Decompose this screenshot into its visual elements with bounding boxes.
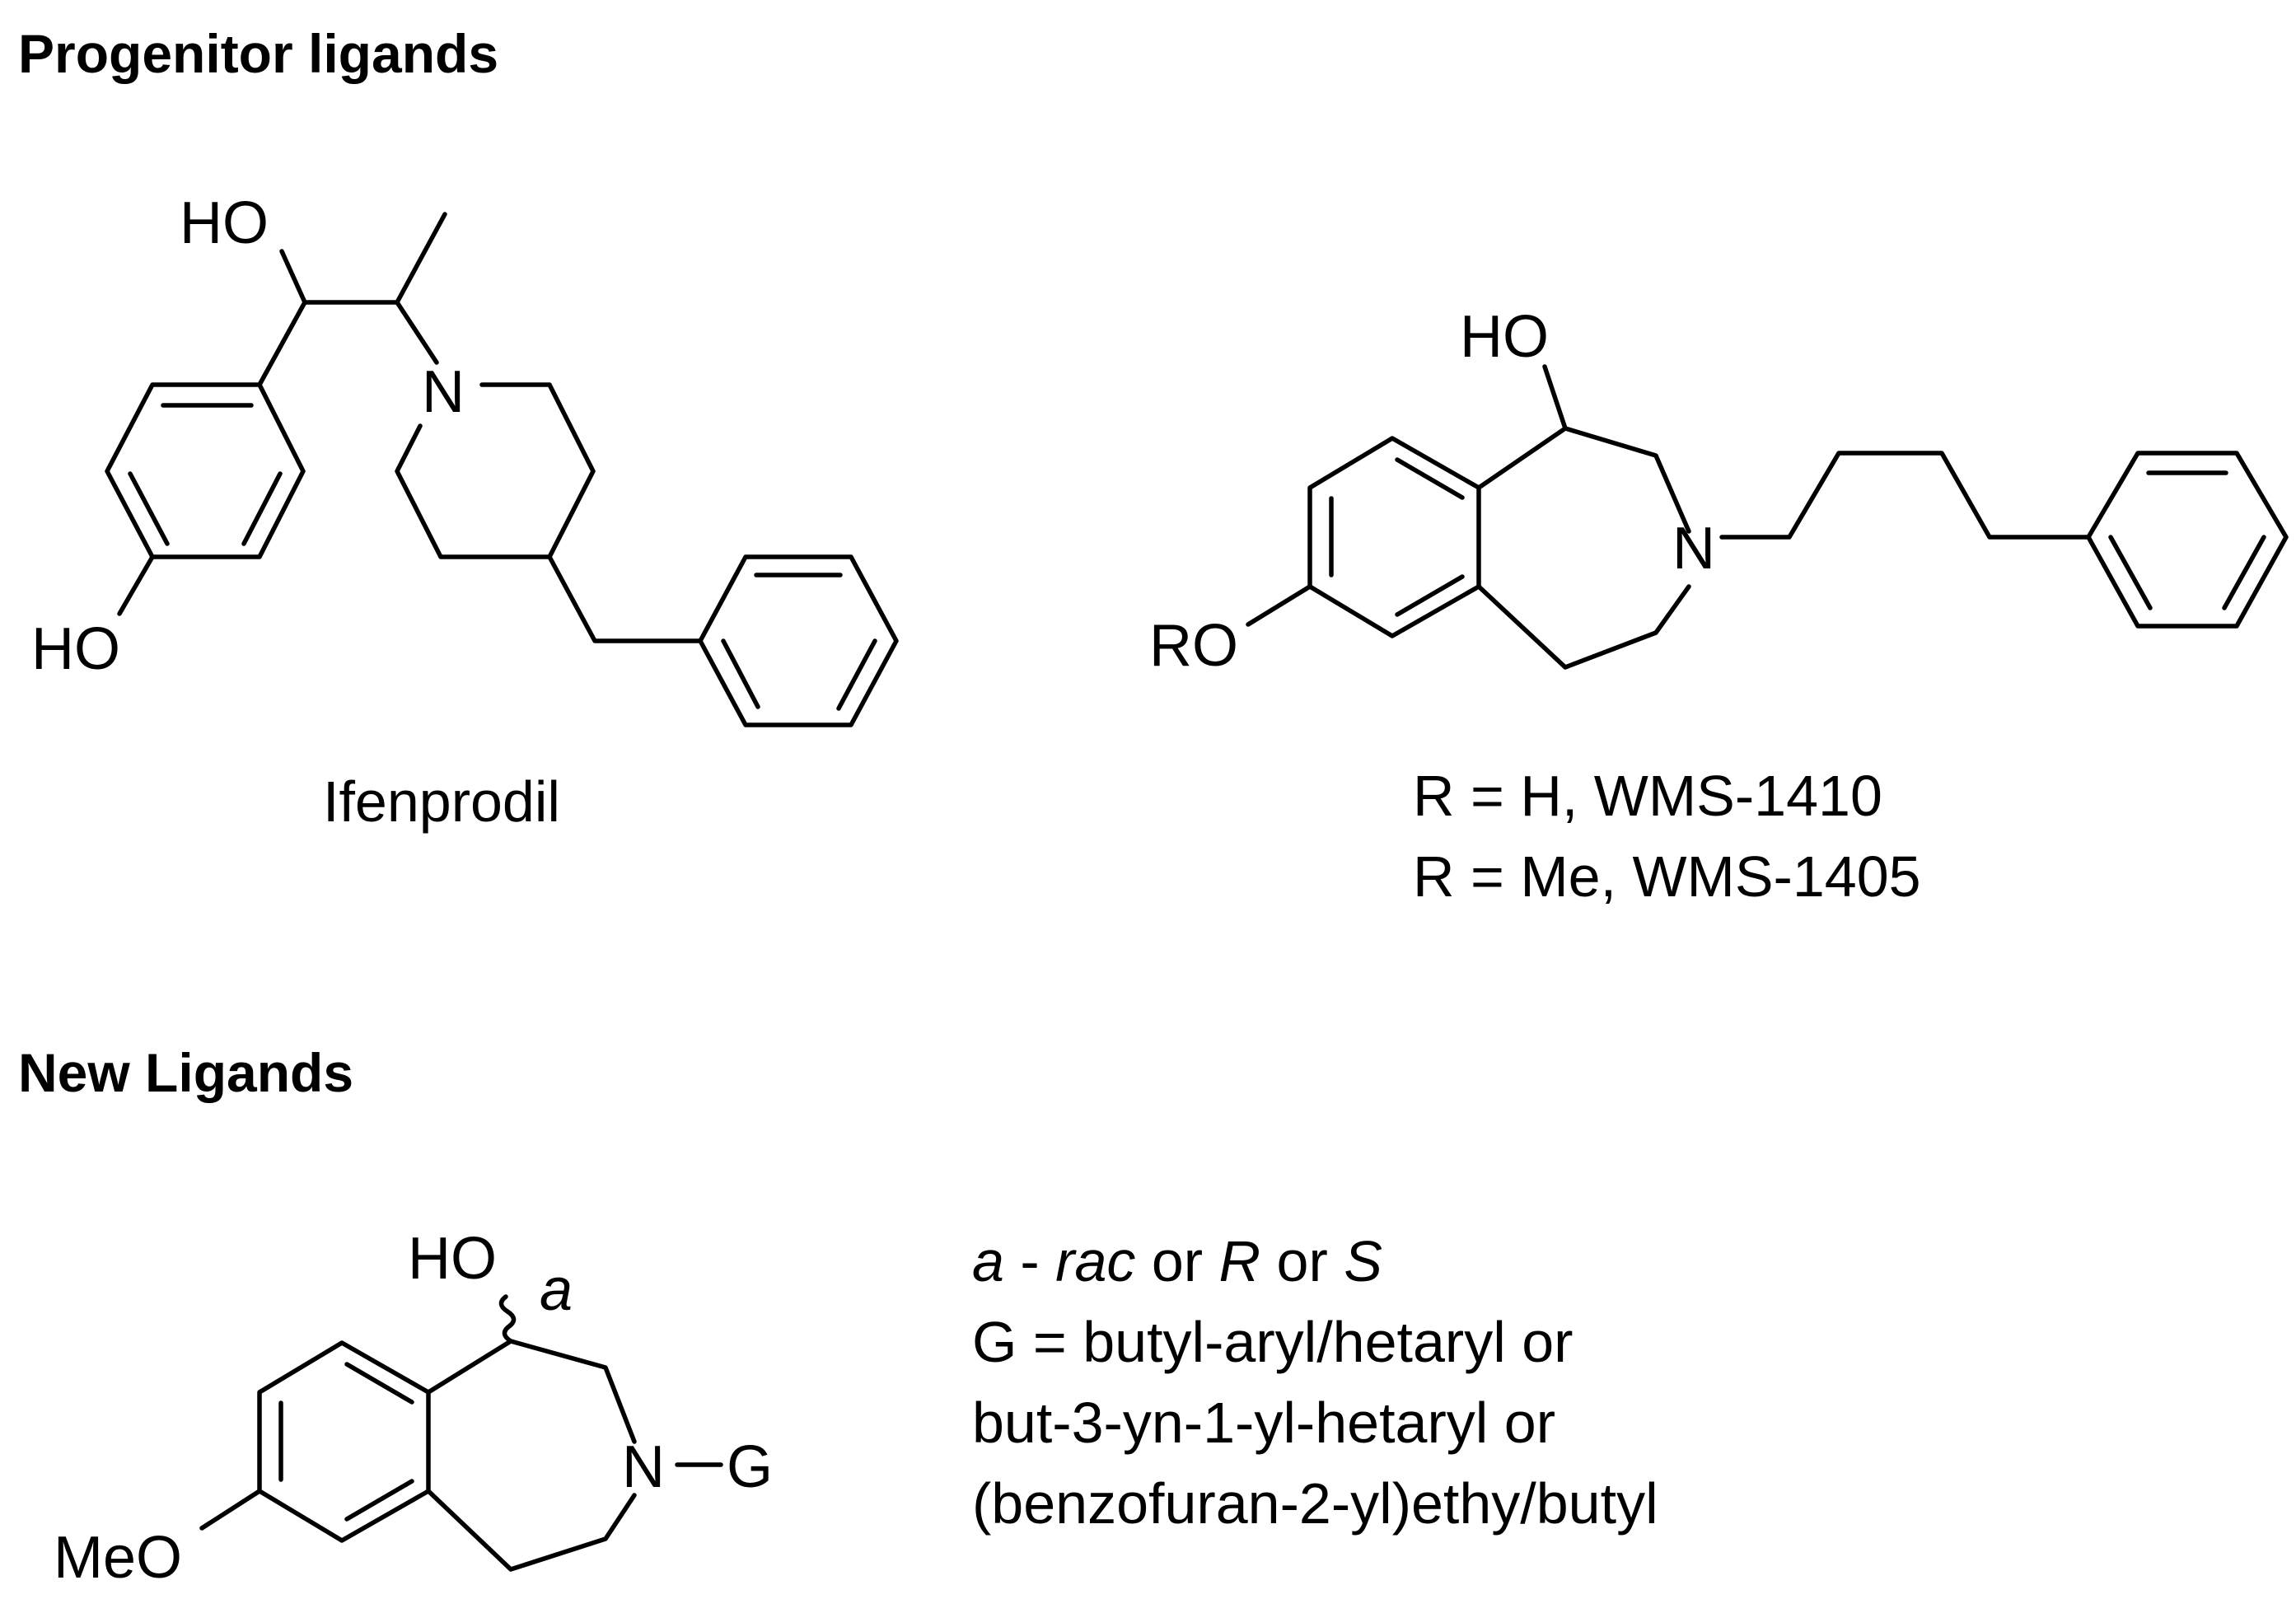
new-ligand-notes: a - rac or R or S G = butyl-aryl/hetaryl… bbox=[972, 1229, 1658, 1536]
note-g-line-3: (benzofuran-2-yl)ethy/butyl bbox=[972, 1471, 1658, 1536]
new-ligand-benzene-ring bbox=[257, 1340, 431, 1543]
bond-wms-oh bbox=[1542, 364, 1568, 431]
bond-new-meo bbox=[199, 1489, 262, 1531]
wms-azepine-bottom bbox=[1476, 584, 1691, 670]
note-g-line-2: but-3-yn-1-yl-hetaryl or bbox=[972, 1391, 1555, 1455]
label-ifenprodil-ho-ring: HO bbox=[31, 616, 120, 682]
ifenprodil-phenol-ring bbox=[105, 382, 306, 559]
new-ligand-azepine-top bbox=[426, 1339, 637, 1444]
ifenprodil-structure: HO HO N Ifenprodil bbox=[31, 190, 899, 834]
caption-wms-1410: R = H, WMS-1410 bbox=[1413, 764, 1882, 828]
wms-azepine-top bbox=[1476, 426, 1691, 534]
label-wms-ro: RO bbox=[1149, 613, 1238, 679]
new-ligand-structure: HO a MeO N G bbox=[54, 1226, 773, 1591]
ifenprodil-benzyl-link bbox=[547, 554, 703, 643]
bond-chain-n bbox=[395, 300, 439, 365]
note-stereo-line: a - rac or R or S bbox=[972, 1229, 1382, 1293]
ifenprodil-benzyl-ring bbox=[698, 554, 899, 727]
wms-structure: HO RO N R = H, WMS-1410 R = Me, WMS-1405 bbox=[1149, 304, 2289, 909]
caption-wms-1405: R = Me, WMS-1405 bbox=[1413, 844, 1921, 909]
note-g-line-1: G = butyl-aryl/hetaryl or bbox=[972, 1310, 1573, 1374]
label-new-ho: HO bbox=[408, 1226, 497, 1292]
caption-ifenprodil: Ifenprodil bbox=[323, 769, 560, 834]
bond-ring-oh bbox=[117, 554, 155, 616]
label-new-g: G bbox=[727, 1434, 773, 1500]
heading-progenitor-ligands: Progenitor ligands bbox=[18, 23, 498, 84]
label-new-n: N bbox=[622, 1434, 665, 1500]
label-ifenprodil-n: N bbox=[422, 359, 465, 425]
label-wms-ho: HO bbox=[1460, 304, 1549, 370]
wms-benzene-ring bbox=[1307, 436, 1481, 638]
label-ifenprodil-ho-top: HO bbox=[180, 190, 269, 256]
label-new-meo: MeO bbox=[54, 1525, 182, 1591]
bond-wms-ro bbox=[1246, 584, 1312, 627]
label-wms-n: N bbox=[1672, 516, 1715, 582]
new-ligand-wavy-stereo-bond bbox=[498, 1294, 517, 1344]
ifenprodil-chain bbox=[257, 212, 447, 387]
heading-new-ligands: New Ligands bbox=[18, 1042, 353, 1103]
wms-butyl-chain bbox=[1719, 451, 2091, 540]
new-ligand-azepine-bottom bbox=[426, 1489, 637, 1572]
bond-ho-top bbox=[279, 249, 307, 305]
label-new-stereo-a: a bbox=[540, 1257, 573, 1323]
wms-phenyl-ring bbox=[2086, 451, 2289, 629]
